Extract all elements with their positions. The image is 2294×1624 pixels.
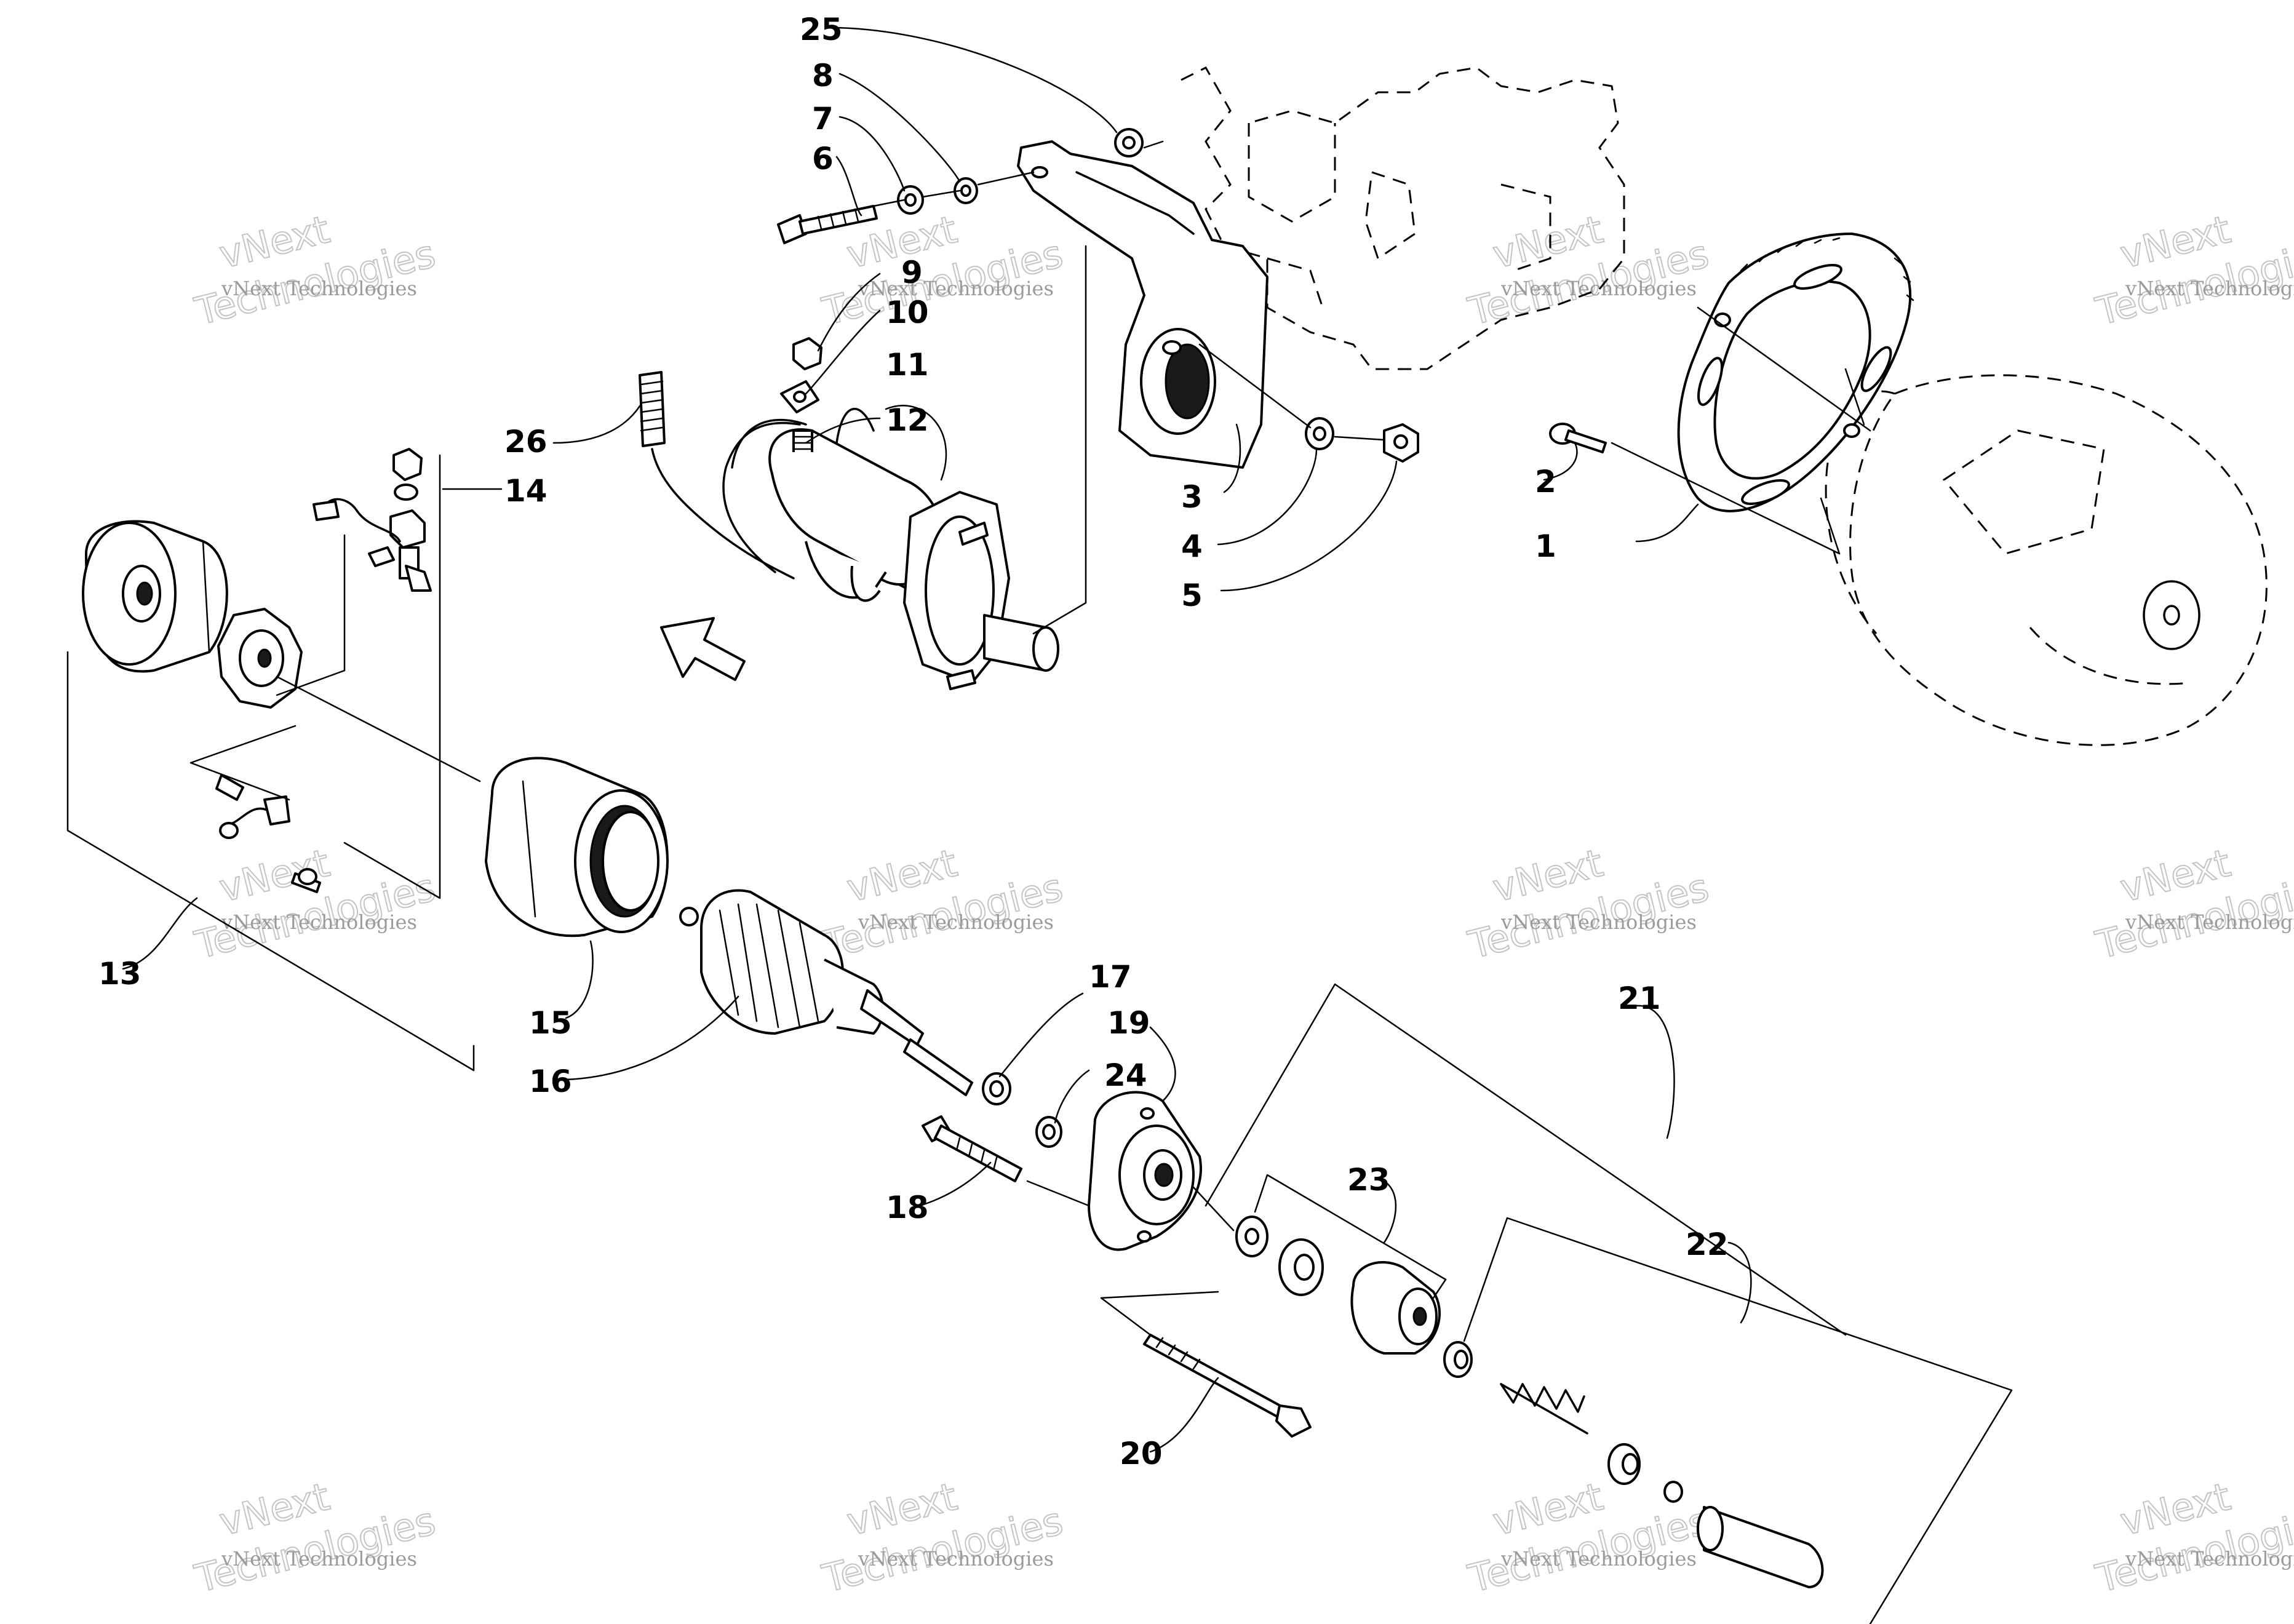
callout-16: 16 [529, 1064, 572, 1099]
watermark-text: vNext Technologies [221, 277, 417, 300]
starter-bracket [1017, 140, 1268, 469]
watermark: vNext Technologies [1464, 840, 1714, 968]
through-bolt-20 [1143, 1334, 1312, 1438]
brush-holder [217, 608, 303, 709]
watermark: vNext Technologies [1464, 1473, 1714, 1602]
watermark: vNext Technologies [2091, 1473, 2294, 1602]
pinion-stop [1607, 1443, 1641, 1485]
callout-3: 3 [1181, 479, 1203, 515]
svg-text:vNext Technologies: vNext Technologies [221, 1547, 417, 1570]
callout-14: 14 [504, 473, 548, 509]
pinion-gear [1350, 1260, 1441, 1355]
callout-22: 22 [1686, 1227, 1729, 1262]
drive-spring [1500, 1383, 1588, 1435]
svg-text:vNext Technologies: vNext Technologies [1500, 277, 1697, 300]
snap-ring [1663, 1481, 1683, 1503]
terminal-boot [639, 371, 795, 579]
callout-18: 18 [886, 1190, 929, 1225]
svg-text:vNext Technologies: vNext Technologies [221, 910, 417, 934]
grouping-lines [66, 140, 2013, 1624]
washer-7 [897, 185, 924, 215]
svg-text:vNext Technologies: vNext Technologies [2125, 277, 2294, 300]
field-yoke [485, 757, 669, 937]
callout-15: 15 [529, 1005, 572, 1041]
watermark: vNext Technologies [818, 206, 1068, 335]
callout-1: 1 [1535, 528, 1556, 564]
clutch-plate [1278, 1238, 1324, 1296]
flywheel-bolt [1549, 423, 1607, 453]
watermark: vNext Technologies [818, 840, 1068, 968]
callout-12: 12 [886, 402, 929, 438]
svg-text:vNext Technologies: vNext Technologies [2125, 1547, 2294, 1570]
flywheel-housing [1825, 374, 2268, 746]
callout-5: 5 [1181, 578, 1203, 613]
callout-8: 8 [812, 58, 834, 94]
nut-5 [1383, 423, 1419, 463]
callout-labels: 1 2 3 4 5 6 7 8 9 10 11 12 13 14 15 16 1… [98, 12, 1729, 1471]
svg-text:vNext Technologies: vNext Technologies [2125, 910, 2294, 934]
ring-gear [1677, 233, 1914, 512]
washer-25 [1114, 128, 1144, 157]
washer-8 [954, 177, 978, 204]
watermark: vNext Technologies [1464, 206, 1714, 335]
watermark: vNext Technologies [2091, 840, 2294, 968]
callout-6: 6 [812, 141, 834, 177]
leader-lines [122, 26, 1752, 1453]
through-bolt-18 [922, 1115, 1022, 1182]
callout-23: 23 [1347, 1162, 1390, 1198]
direction-arrow-icon [660, 617, 746, 681]
callout-9: 9 [901, 255, 923, 290]
drive-cover [1697, 1506, 1824, 1588]
nut-9 [792, 337, 822, 370]
svg-text:vNext Technologies: vNext Technologies [1500, 910, 1697, 934]
callout-10: 10 [886, 295, 929, 330]
svg-text:vNext Technologies: vNext Technologies [1500, 1547, 1697, 1570]
callout-26: 26 [504, 424, 548, 460]
svg-text:vNext Technologies: vNext Technologies [858, 910, 1054, 934]
bracket-bolt [777, 205, 878, 244]
callout-24: 24 [1104, 1057, 1147, 1093]
callout-17: 17 [1089, 959, 1132, 995]
brush-spring [215, 774, 321, 893]
svg-text:vNext Technologies: vNext Technologies [858, 1547, 1054, 1570]
callout-13: 13 [98, 956, 141, 992]
svg-text:vNext Technologies: vNext Technologies [858, 277, 1054, 300]
clutch-washer [1235, 1216, 1268, 1257]
callout-19: 19 [1107, 1005, 1150, 1041]
front-housing [1088, 1091, 1202, 1251]
watermark: vNext Technologies [190, 1473, 440, 1602]
drive-collar [1443, 1341, 1473, 1378]
watermark: vNext Technologies [818, 1473, 1068, 1602]
callout-11: 11 [886, 347, 929, 383]
washer-17 [982, 1072, 1011, 1105]
callout-2: 2 [1535, 464, 1556, 500]
callout-20: 20 [1120, 1436, 1163, 1471]
washer-24 [1035, 1116, 1062, 1148]
washer-4 [1305, 417, 1334, 450]
brush-kit [313, 448, 432, 592]
engine-block [1181, 66, 1625, 370]
callout-21: 21 [1618, 981, 1661, 1016]
watermark: vNext Technologies [2091, 206, 2294, 335]
callout-25: 25 [800, 12, 843, 47]
watermark: vNext Technologies [190, 840, 440, 968]
starter-motor-assembly [722, 380, 1059, 690]
watermark: vNext Technologies [190, 206, 440, 335]
callout-7: 7 [812, 101, 834, 137]
callout-4: 4 [1181, 528, 1203, 564]
end-cap [82, 520, 228, 673]
